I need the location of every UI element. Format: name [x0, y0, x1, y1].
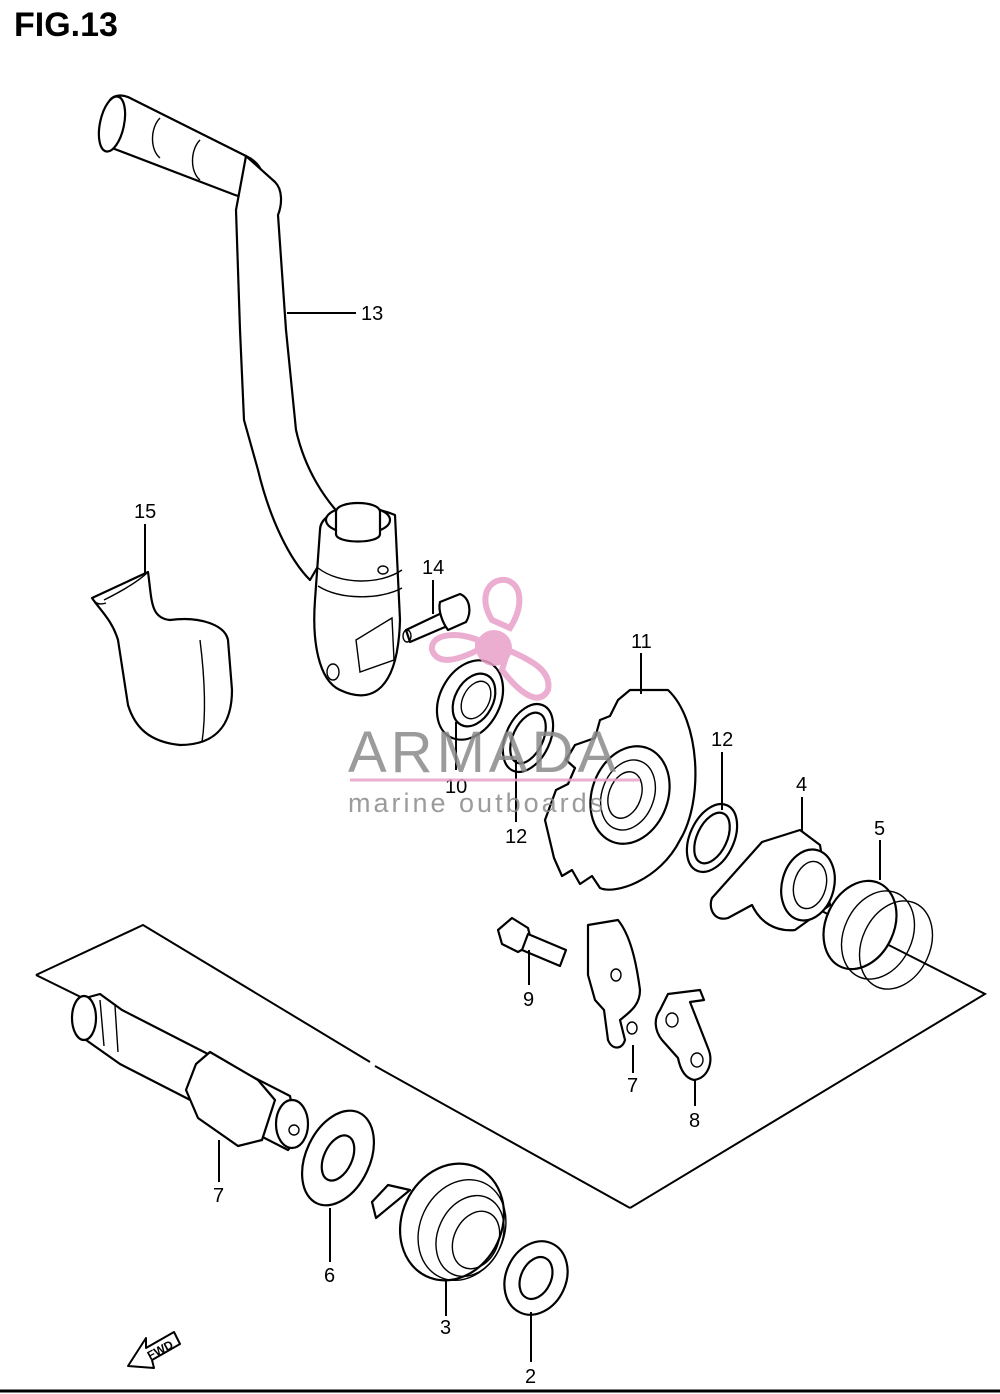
callout-7-plate: 7: [627, 1075, 638, 1097]
callout-5: 5: [874, 818, 885, 840]
watermark: ARMADA marine outboards: [348, 576, 640, 818]
boot-cover: [90, 570, 234, 747]
guide-plate: [586, 918, 642, 1049]
callout-4: 4: [796, 774, 807, 796]
fwd-arrow: FWD: [127, 1331, 181, 1369]
callout-3: 3: [440, 1317, 451, 1339]
callout-14: 14: [422, 557, 444, 579]
callout-13: 13: [361, 303, 383, 325]
callout-2: 2: [525, 1366, 536, 1388]
watermark-tagline: marine outboards: [348, 788, 606, 818]
washer-b: [685, 802, 739, 874]
ratchet-guide: [709, 828, 836, 932]
callout-12b: 12: [711, 729, 733, 751]
kick-starter-shaft: [70, 992, 310, 1152]
oil-seal: [435, 659, 505, 741]
kick-starter-plate: [543, 688, 697, 891]
kick-starter-lever: [97, 94, 403, 697]
callouts: 13 15 14 10 12 11 12 4 5 9 7 8 7 6 3 2: [134, 303, 885, 1388]
propeller-logo-icon: [428, 576, 552, 701]
thrust-washer: [301, 1109, 375, 1207]
callout-9: 9: [523, 989, 534, 1011]
stopper-plate: [654, 988, 712, 1082]
figure-title: FIG.13: [14, 6, 118, 44]
return-spring: [370, 1162, 507, 1282]
callout-11: 11: [631, 631, 652, 653]
plate-bolt: [496, 916, 568, 968]
assembly-plane-outline: [35, 903, 988, 1209]
spring-guide: [503, 1240, 569, 1316]
callout-7-shaft: 7: [213, 1185, 224, 1207]
lever-bolt: [402, 592, 471, 644]
callout-15: 15: [134, 501, 156, 523]
callout-6: 6: [324, 1265, 335, 1287]
ratchet-spring: [822, 879, 934, 990]
callout-8: 8: [689, 1110, 700, 1132]
watermark-brand: ARMADA: [348, 720, 620, 785]
leader-lines: [144, 312, 881, 1362]
washer-a: [501, 702, 555, 774]
callout-12a: 12: [505, 826, 527, 848]
